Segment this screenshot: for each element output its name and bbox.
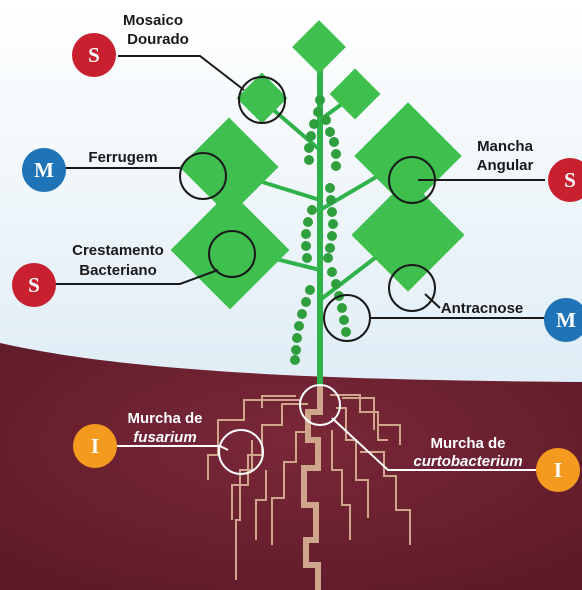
symptom-circles xyxy=(179,76,436,475)
badge-curto: I xyxy=(536,448,580,492)
soil-background xyxy=(0,343,582,590)
pod-3-bead-1 xyxy=(325,183,335,193)
label-crestamento-line1: Crestamento xyxy=(72,242,164,259)
pod-1-bead-4 xyxy=(306,131,316,141)
pod-4-bead-2 xyxy=(303,217,313,227)
pod-1-bead-3 xyxy=(309,119,319,129)
circle-antracnose-leaf xyxy=(388,264,436,312)
pod-6-bead-4 xyxy=(294,321,304,331)
pod-4-bead-1 xyxy=(307,205,317,215)
label-curto-line1: Murcha de xyxy=(430,435,505,452)
label-ferrugem: Ferrugem xyxy=(88,149,157,166)
badge-ferrugem: M xyxy=(22,148,66,192)
label-mosaico-line1: Mosaico xyxy=(123,12,183,29)
svg-text:I: I xyxy=(554,458,562,482)
leaf-top xyxy=(292,20,346,74)
pod-3-bead-4 xyxy=(328,219,338,229)
badge-mosaico: S xyxy=(72,33,116,77)
svg-text:S: S xyxy=(564,168,576,192)
pod-5-bead-4 xyxy=(337,303,347,313)
pod-6-bead-5 xyxy=(292,333,302,343)
pod-2-bead-4 xyxy=(331,149,341,159)
badge-mancha: S xyxy=(548,158,582,202)
badge-antracnose: M xyxy=(544,298,582,342)
svg-text:I: I xyxy=(91,434,99,458)
pod-6-bead-3 xyxy=(297,309,307,319)
pod-1-bead-2 xyxy=(313,107,323,117)
circle-collar xyxy=(299,384,341,426)
leaf-low-right xyxy=(351,178,465,292)
pods xyxy=(290,95,351,365)
leader-lines xyxy=(55,55,548,319)
badge-fusarium: I xyxy=(73,424,117,468)
pod-3-bead-6 xyxy=(325,243,335,253)
circle-crestamento xyxy=(208,230,256,278)
pod-5-bead-2 xyxy=(331,279,341,289)
svg-text:S: S xyxy=(28,273,40,297)
circle-mancha xyxy=(388,156,436,204)
pod-4-bead-4 xyxy=(301,241,311,251)
svg-text:S: S xyxy=(88,43,100,67)
label-fusarium-line2: fusarium xyxy=(133,429,196,446)
pod-2-bead-5 xyxy=(331,161,341,171)
circle-mosaico xyxy=(238,76,286,124)
pod-5-bead-5 xyxy=(339,315,349,325)
label-curto-line2: curtobacterium xyxy=(413,453,522,470)
pod-5-bead-6 xyxy=(341,327,351,337)
pod-2-bead-3 xyxy=(329,137,339,147)
circle-antracnose-pod xyxy=(323,294,371,342)
label-crestamento-line2: Bacteriano xyxy=(79,262,157,279)
pod-3-bead-2 xyxy=(326,195,336,205)
pod-4-bead-5 xyxy=(302,253,312,263)
pod-3-bead-7 xyxy=(323,253,333,263)
pod-1-bead-5 xyxy=(304,143,314,153)
leaf-mid-left xyxy=(179,117,279,217)
label-antracnose: Antracnose xyxy=(441,300,524,317)
pod-5-bead-1 xyxy=(327,267,337,277)
leaf-low-left xyxy=(170,190,290,310)
pod-2-bead-2 xyxy=(325,127,335,137)
label-mancha-line2: Angular xyxy=(477,157,534,174)
pod-3-bead-3 xyxy=(327,207,337,217)
pod-3-bead-5 xyxy=(327,231,337,241)
pod-6-bead-2 xyxy=(301,297,311,307)
svg-text:M: M xyxy=(34,158,54,182)
circle-fusarium xyxy=(218,429,264,475)
badge-crestamento: S xyxy=(12,263,56,307)
label-fusarium-line1: Murcha de xyxy=(127,410,202,427)
pod-4-bead-3 xyxy=(301,229,311,239)
label-mosaico-line2: Dourado xyxy=(127,31,189,48)
pod-1-bead-6 xyxy=(304,155,314,165)
taproot xyxy=(301,380,323,590)
pod-6-bead-7 xyxy=(290,355,300,365)
pod-6-bead-1 xyxy=(305,285,315,295)
pod-1-bead-1 xyxy=(315,95,325,105)
pod-6-bead-6 xyxy=(291,345,301,355)
label-mancha-line1: Mancha xyxy=(477,138,534,155)
pod-2-bead-1 xyxy=(321,115,331,125)
circle-ferrugem xyxy=(179,152,227,200)
svg-text:M: M xyxy=(556,308,576,332)
